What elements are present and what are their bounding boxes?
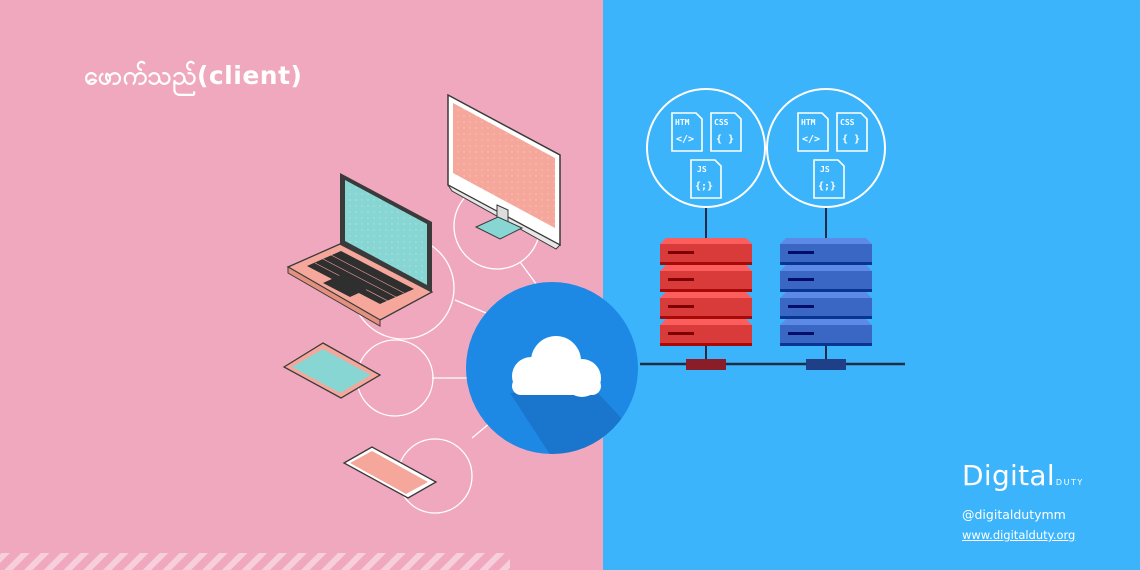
html-file-icon: HTM </> xyxy=(671,112,703,152)
server-slot xyxy=(788,278,814,281)
server-unit-edge xyxy=(660,289,752,292)
svg-text:{ }: { } xyxy=(842,134,860,145)
svg-text:{;}: {;} xyxy=(695,181,713,192)
server-slot xyxy=(788,251,814,254)
server-unit-edge xyxy=(780,343,872,346)
server-unit-top xyxy=(780,238,872,244)
server-slot xyxy=(668,251,694,254)
server-slot xyxy=(788,332,814,335)
server-unit-top xyxy=(660,238,752,244)
html-file-icon: HTM </> xyxy=(797,112,829,152)
server-unit-edge xyxy=(660,343,752,346)
brand-sub: DUTY xyxy=(1055,478,1084,487)
server-unit-edge xyxy=(780,316,872,319)
server-unit xyxy=(780,298,872,316)
server-unit-top xyxy=(660,265,752,271)
svg-text:</>: </> xyxy=(802,134,820,145)
svg-text:HTM: HTM xyxy=(675,118,690,127)
server-unit xyxy=(780,325,872,343)
brand-name: Digital xyxy=(962,459,1055,492)
server-unit xyxy=(660,325,752,343)
server-unit xyxy=(780,244,872,262)
server-unit-edge xyxy=(780,289,872,292)
svg-text:JS: JS xyxy=(820,165,830,174)
svg-text:{ }: { } xyxy=(716,134,734,145)
svg-text:JS: JS xyxy=(697,165,707,174)
brand-logo: DigitalDUTY xyxy=(962,460,1112,499)
brand-block: DigitalDUTY @digitaldutymm www.digitaldu… xyxy=(962,460,1112,543)
svg-text:</>: </> xyxy=(676,134,694,145)
js-file-icon: JS {;} xyxy=(690,159,722,199)
css-file-icon: CSS { } xyxy=(710,112,742,152)
svg-text:HTM: HTM xyxy=(801,118,816,127)
server-unit xyxy=(660,271,752,289)
phone-icon xyxy=(342,446,438,499)
server-unit-edge xyxy=(660,262,752,265)
brand-handle: @digitaldutymm xyxy=(962,507,1066,522)
server-unit-edge xyxy=(780,262,872,265)
server-unit xyxy=(660,298,752,316)
server-network-line xyxy=(640,345,905,370)
server-slot xyxy=(668,332,694,335)
server-unit xyxy=(780,271,872,289)
server-icon xyxy=(780,238,872,346)
cloud-icon xyxy=(512,336,601,397)
server-unit-top xyxy=(780,265,872,271)
file-circle-right xyxy=(766,88,886,208)
server-slot xyxy=(788,305,814,308)
svg-text:{;}: {;} xyxy=(818,181,836,192)
page-title: ဖောက်သည်(client) xyxy=(84,61,303,90)
file-to-server-lines xyxy=(705,207,827,238)
laptop-icon xyxy=(286,173,434,327)
server-unit-top xyxy=(660,292,752,298)
svg-text:CSS: CSS xyxy=(714,118,729,127)
js-file-icon: JS {;} xyxy=(813,159,845,199)
server-slot xyxy=(668,278,694,281)
file-circle-left xyxy=(646,88,766,208)
decorative-stripes xyxy=(0,553,510,570)
tablet-icon xyxy=(282,342,382,399)
server-slot xyxy=(668,305,694,308)
server-unit-edge xyxy=(660,316,752,319)
server-unit xyxy=(660,244,752,262)
svg-text:CSS: CSS xyxy=(840,118,855,127)
desktop-monitor-icon xyxy=(447,93,561,250)
css-file-icon: CSS { } xyxy=(836,112,868,152)
server-unit-top xyxy=(780,292,872,298)
server-unit-top xyxy=(780,319,872,325)
server-icon xyxy=(660,238,752,346)
server-unit-top xyxy=(660,319,752,325)
brand-url[interactable]: www.digitalduty.org xyxy=(962,528,1076,542)
